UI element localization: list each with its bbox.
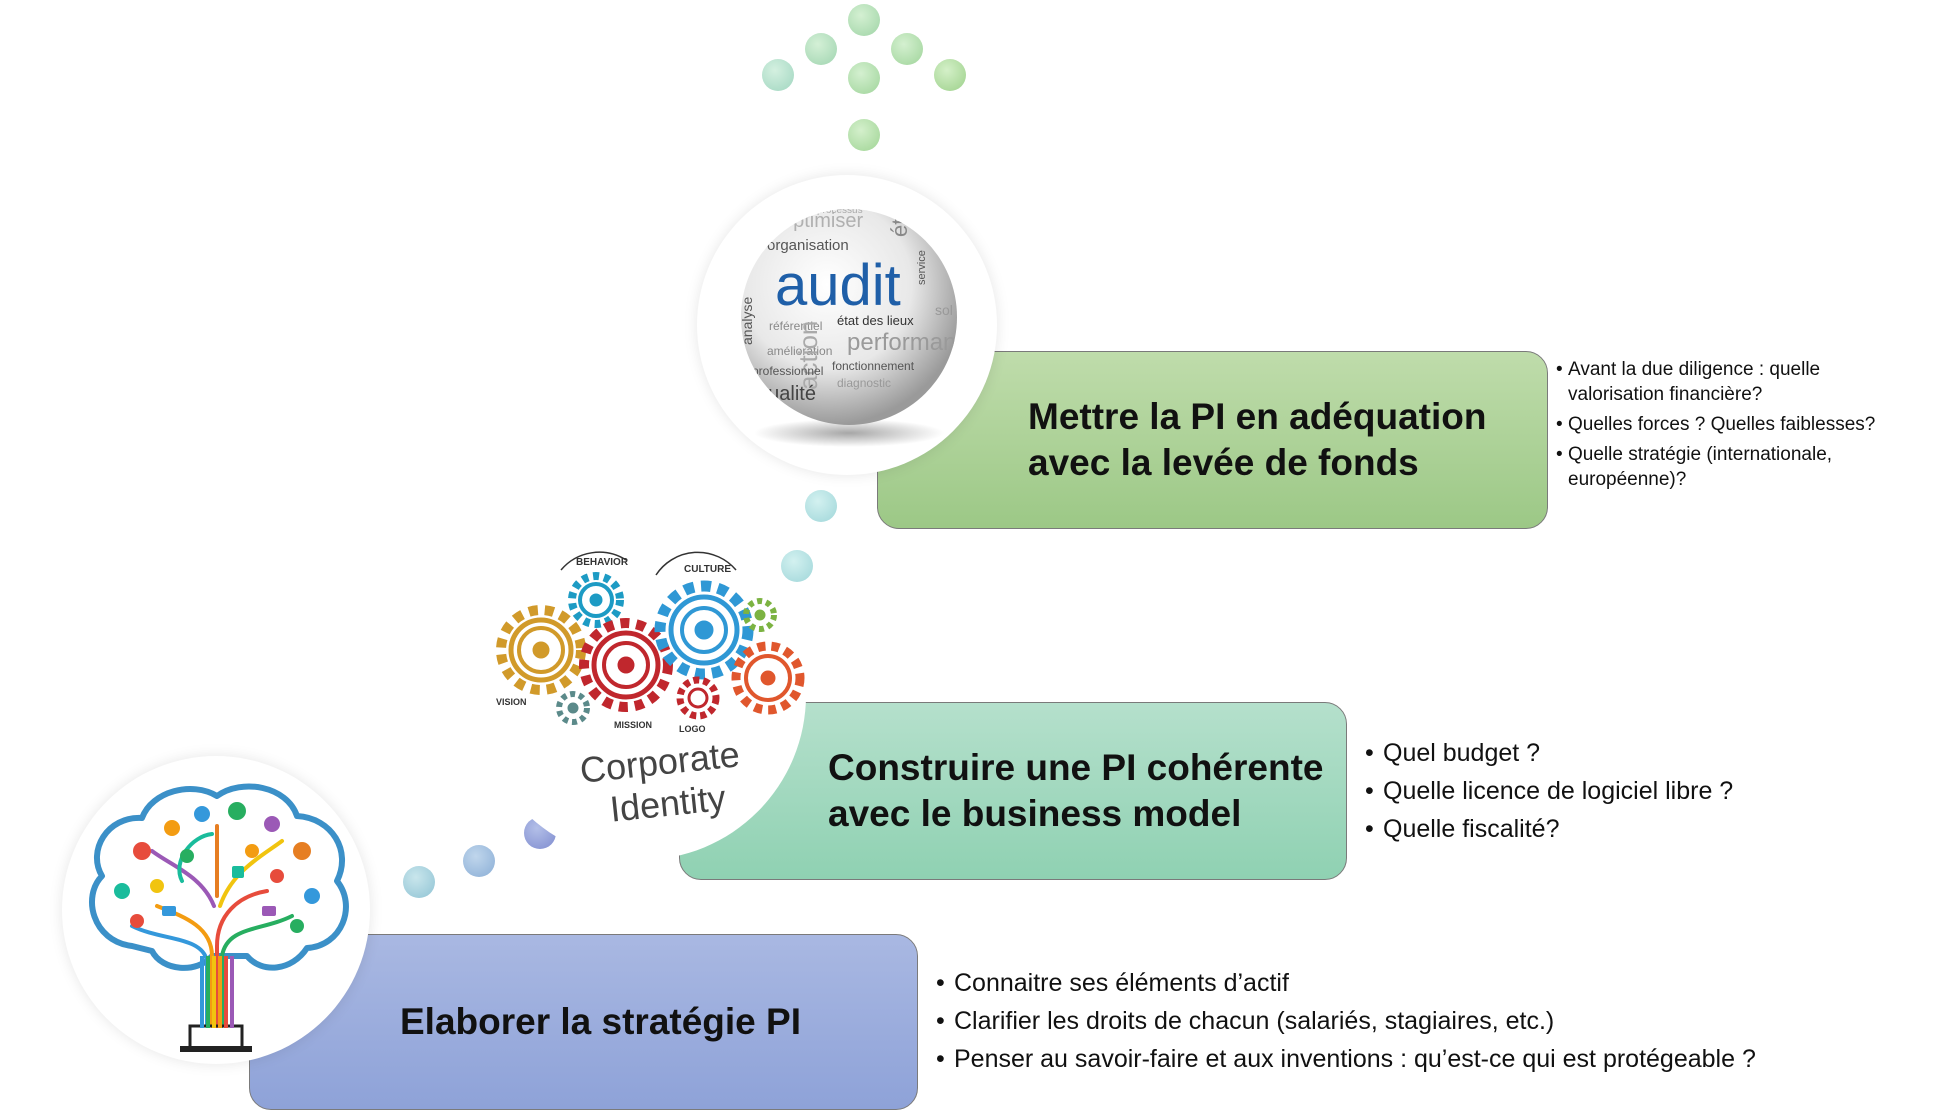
gears-icon: BEHAVIOR CULTURE VISION MISSION LOGO Cor…: [496, 551, 805, 830]
gear-label-vision: VISION: [496, 697, 527, 707]
sphere-word: performance: [847, 329, 982, 356]
bullet-item: Quel budget ?: [1365, 734, 1733, 772]
bullet-item: Connaitre ses éléments d’actif: [936, 964, 1756, 1002]
connector-dot: [403, 866, 435, 898]
sphere-word: amélioration: [767, 344, 832, 358]
brain-tree-icon: [89, 783, 349, 1052]
step-bullets-business-model: Quel budget ? Quelle licence de logiciel…: [1365, 734, 1733, 848]
sphere-word: état des lieux: [837, 313, 914, 328]
step-box-fundraising: Mettre la PI en adéquation avec la levée…: [877, 351, 1548, 529]
sphere-word: professionnel: [752, 364, 823, 378]
gear-label-culture: CULTURE: [684, 564, 731, 575]
sphere-word: service: [916, 250, 928, 285]
sphere-word: diagnostic: [837, 376, 891, 390]
audit-illustration: optimiser organisation analyse étude ser…: [697, 175, 997, 475]
step-title-business-model: Construire une PI cohérente avec le busi…: [828, 747, 1324, 834]
gear-label-behavior: BEHAVIOR: [576, 557, 629, 568]
bullet-item: Quelle stratégie (internationale, europé…: [1556, 442, 1886, 492]
bullet-item: Quelle licence de logiciel libre ?: [1365, 772, 1733, 810]
sphere-word: étude: [887, 182, 912, 237]
sphere-word: sol: [935, 302, 953, 318]
sphere-word: organisation: [767, 237, 849, 254]
sphere-word: analyse: [739, 297, 755, 345]
arrow-dot: [762, 59, 794, 91]
arrow-dot: [848, 119, 880, 151]
sphere-word: fonctionnement: [832, 359, 915, 373]
sphere-word: qualité: [757, 383, 816, 405]
sphere-word: action: [793, 321, 823, 390]
bullet-item: Avant la due diligence : quelle valorisa…: [1556, 357, 1886, 407]
step-box-strategy: Elaborer la stratégie PI: [249, 934, 918, 1110]
audit-sphere-icon: optimiser organisation analyse étude ser…: [739, 182, 982, 447]
sphere-main-word: audit: [775, 253, 901, 318]
connector-dot: [463, 845, 495, 877]
step-title-strategy: Elaborer la stratégie PI: [400, 1001, 802, 1042]
bullet-item: Penser au savoir-faire et aux inventions…: [936, 1040, 1756, 1078]
step-title-fundraising: Mettre la PI en adéquation avec la levée…: [1028, 396, 1487, 483]
sphere-word: référentiel: [769, 319, 822, 333]
sphere-word: entreprise: [925, 217, 970, 228]
gear-label-logo: LOGO: [679, 724, 706, 734]
bullet-item: Quelles forces ? Quelles faiblesses?: [1556, 412, 1886, 437]
arrow-dot: [805, 33, 837, 65]
gear-label-mission: MISSION: [614, 720, 652, 730]
step-bullets-fundraising: Avant la due diligence : quelle valorisa…: [1556, 357, 1886, 497]
bullet-item: Clarifier les droits de chacun (salariés…: [936, 1002, 1756, 1040]
arrow-dot: [891, 33, 923, 65]
arrow-dot: [848, 62, 880, 94]
step-bullets-strategy: Connaitre ses éléments d’actif Clarifier…: [936, 964, 1756, 1078]
arrow-dot: [934, 59, 966, 91]
connector-dot: [781, 550, 813, 582]
connector-dot: [805, 490, 837, 522]
sphere-word: sécurité: [942, 251, 981, 263]
brain-illustration: [62, 756, 370, 1064]
corporate-identity-illustration: BEHAVIOR CULTURE VISION MISSION LOGO Cor…: [476, 530, 806, 860]
sphere-word: processus: [817, 205, 863, 216]
arrow-dot: [848, 4, 880, 36]
bullet-item: Quelle fiscalité?: [1365, 810, 1733, 848]
